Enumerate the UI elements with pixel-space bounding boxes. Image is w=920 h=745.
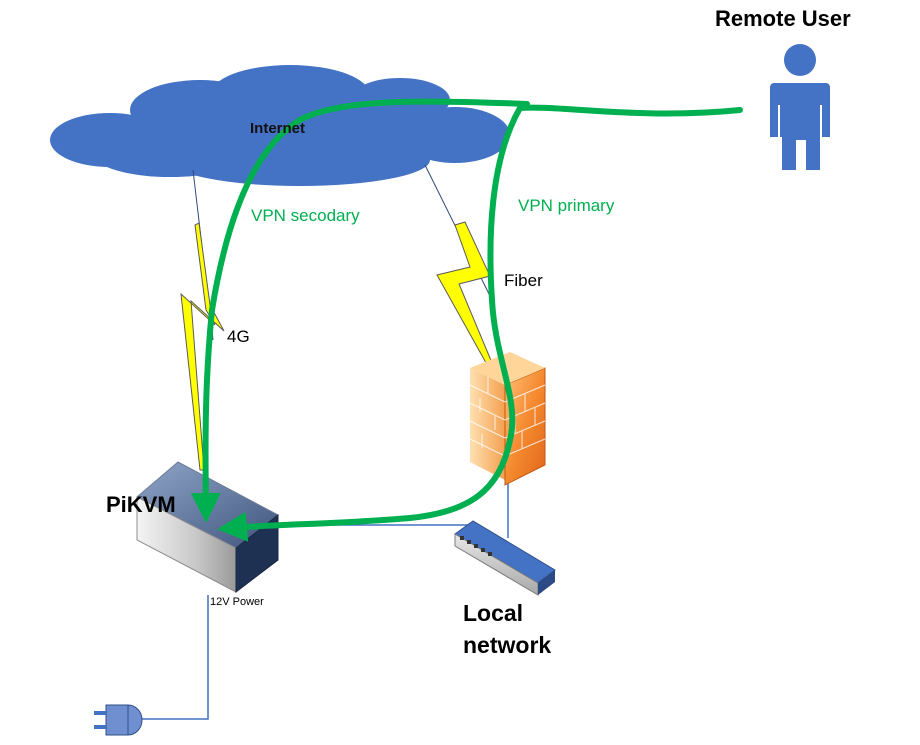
internet-label: Internet (250, 120, 306, 137)
switch-icon (454, 520, 556, 596)
vpn-primary-path (217, 104, 743, 542)
power-label: 12V Power (210, 596, 264, 608)
lightning-icon (180, 222, 225, 471)
firewall-icon (469, 352, 546, 486)
vpn-secondary-label: VPN secodary (251, 206, 360, 225)
person-icon (770, 44, 830, 170)
4g-label: 4G (227, 327, 250, 346)
wire-power (142, 595, 209, 720)
vpn-primary-label: VPN primary (518, 196, 615, 215)
vpn-secondary-path (190, 98, 530, 523)
power-plug-icon (94, 704, 143, 736)
local-network-label: Local network (463, 597, 551, 661)
local-network-line2: network (463, 632, 552, 658)
local-network-line1: Local (463, 600, 524, 626)
remote-user-label: Remote User (715, 6, 851, 31)
fiber-label: Fiber (504, 271, 543, 290)
pikvm-label: PiKVM (106, 492, 176, 517)
lightning-icon (436, 221, 496, 371)
